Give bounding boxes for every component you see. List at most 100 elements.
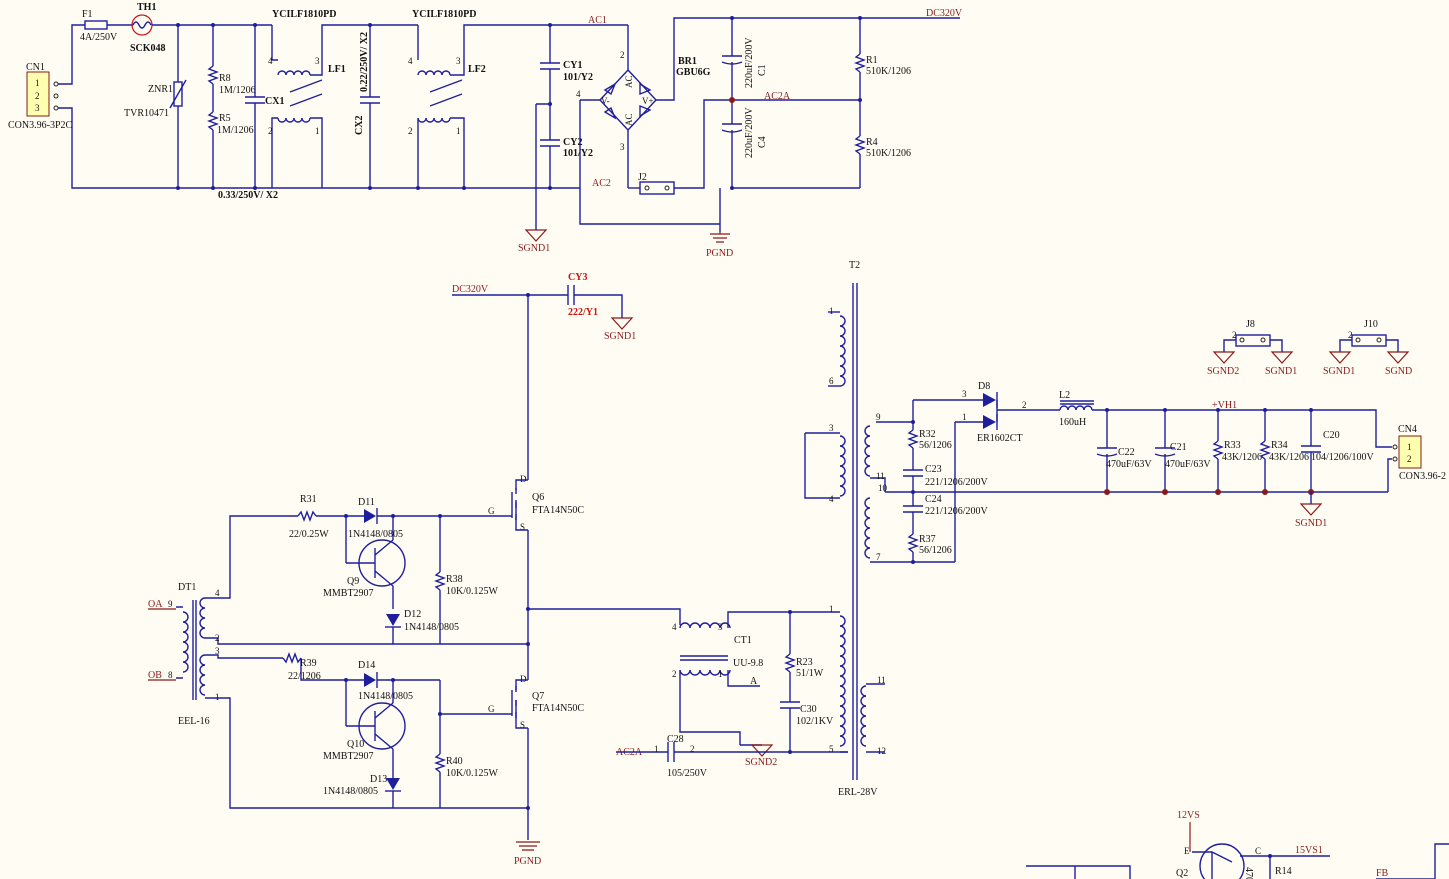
common-mode-choke-lf1[interactable]: 4 3 2 1 LF1 YCILF1810PD [268,9,418,188]
capacitor-c22[interactable]: C22 470uF/63V [1096,410,1152,492]
t2-pin1-primary: 1 [829,604,834,614]
c28-ref: C28 [667,734,684,745]
sgnd2-label-ct1: SGND2 [745,757,777,768]
connector-cn4[interactable]: CN4 1 2 CON3.96-2 [1392,424,1446,482]
capacitor-cy3[interactable]: DC320V CY3 222/Y1 SGND1 [452,272,636,342]
capacitor-c20[interactable]: C20 104/1206/100V [1301,410,1375,492]
t2-pin12: 12 [877,746,886,756]
jumper-j8[interactable]: J8 2 SGND2 SGND1 [1207,319,1297,377]
t2-pin5: 5 [829,744,834,754]
capacitor-c21[interactable]: C21 470uF/63V [1154,410,1211,492]
d14-ref: D14 [358,660,375,671]
net-12vs: 12VS [1177,810,1200,821]
f1-value: 4A/250V [80,32,118,43]
c23-value: 221/1206/200V [925,477,989,488]
ct1-ref: CT1 [734,635,752,646]
connector-cn1[interactable]: CN1 1 2 3 CON3.96-3P2C [8,62,73,131]
thermistor-th1[interactable]: TH1 SCK048 [130,2,166,54]
net-ac1: AC1 [588,15,607,26]
capacitor-c4[interactable]: 220uF/200V C4 [721,100,860,189]
th1-value: SCK048 [130,43,166,54]
resistor-r34[interactable]: R34 43K/1206 [1259,410,1309,492]
drive-transformer-dt1[interactable]: DT1 EEL-16 9 8 4 2 3 1 [168,582,528,809]
t2-pin10: 10 [878,483,888,493]
t2-pin6: 6 [829,376,834,386]
current-transformer-ct1[interactable]: CT1 UU-9.8 A 4 3 2 1 [672,611,790,745]
fuse-f1[interactable]: F1 4A/250V [80,9,118,43]
diode-d13[interactable]: D13 1N4148/0805 [323,774,401,808]
diode-d8[interactable]: D8 ER1602CT 3 1 2 [962,381,1060,444]
d13-ref: D13 [370,774,387,785]
capacitor-cx1[interactable]: CX1 0.33/250V/ X2 [218,25,284,201]
resistor-r37[interactable]: R37 56/1206 [907,533,952,562]
r34-value: 43K/1206 [1269,452,1309,463]
jumper-j10[interactable]: J10 2 SGND1 SGND [1323,319,1412,377]
t2-pin11: 11 [877,675,886,685]
net-vh1: +VH1 [1212,400,1237,411]
d8-value: ER1602CT [977,433,1023,444]
d14-value: 1N4148/0805 [358,691,413,702]
diode-d11[interactable]: D11 1N4148/0805 [348,497,440,540]
resistor-r4[interactable]: R4 510K/1206 [854,135,911,188]
ct1-a: A [750,676,758,687]
jumper-j2[interactable]: J2 [628,99,860,195]
ct1-value: UU-9.8 [733,658,763,669]
ct1-pin3: 3 [718,622,723,632]
r32-value: 56/1206 [919,440,952,451]
th1-ref: TH1 [137,2,156,13]
capacitor-cy2[interactable]: CY2 101/Y2 [540,104,593,188]
r32-ref: R32 [919,429,936,440]
d12-ref: D12 [404,609,421,620]
r40-ref: R40 [446,756,463,767]
dt1-pin9: 9 [168,599,173,609]
lf2-ref: LF2 [468,64,486,75]
br1-ref: BR1 [678,56,697,67]
r39-value: 22/1206 [288,671,321,682]
cy1-ref: CY1 [563,60,582,71]
common-mode-choke-lf2[interactable]: 4 3 2 1 LF2 YCILF1810PD [408,9,628,188]
capacitor-c1[interactable]: 220uF/200V C1 [721,18,768,100]
diode-d12[interactable]: D12 1N4148/0805 [385,609,459,644]
resistor-r5[interactable]: R5 1M/1206 [207,111,254,188]
resistor-r38[interactable]: R38 10K/0.125W [434,516,499,644]
r38-ref: R38 [446,574,463,585]
capacitor-c23[interactable]: C23 221/1206/200V [903,464,989,492]
capacitor-c28[interactable]: AC2A C28 105/250V 1 2 [616,734,848,779]
transistor-q9[interactable]: Q9 MMBT2907 [323,516,406,609]
resistor-r8[interactable]: R8 1M/1206 [207,25,256,112]
capacitor-cx2[interactable]: CX2 0.22/250V/ X2 [354,25,380,188]
bridge-rectifier-br1[interactable]: BR1 GBU6G AC AC V- V+ 2 4 3 [576,17,960,225]
diode-d14[interactable]: D14 1N4148/0805 [358,660,440,702]
varistor-znr1[interactable]: ZNR1 TVR10471 [124,25,187,188]
r4-value: 510K/1206 [866,148,911,159]
resistor-r32[interactable]: R32 56/1206 [907,422,952,470]
d11-ref: D11 [358,497,375,508]
resistor-r23[interactable]: R23 51/1W [784,612,824,702]
ct1-pin2: 2 [672,669,677,679]
j8-sgnd1: SGND1 [1265,366,1297,377]
capacitor-c24[interactable]: C24 221/1206/200V [903,492,989,534]
pgnd-label-bottom: PGND [514,856,541,867]
q2-ref: Q2 [1176,868,1188,879]
q7-value: FTA14N50C [532,703,584,714]
transistor-q2[interactable]: E C Q2 470 [1176,843,1261,879]
mosfet-q7[interactable]: D S G Q7 FTA14N50C [440,674,584,840]
q6-ref: Q6 [532,492,544,503]
resistor-r31[interactable]: R31 22/0.25W [289,494,329,540]
t2-ref: T2 [849,260,860,271]
resistor-r40[interactable]: R40 10K/0.125W [434,680,499,808]
capacitor-c30[interactable]: C30 102/1KV [780,701,834,752]
transistor-q10[interactable]: Q10 MMBT2907 [323,680,406,778]
ground-pgnd-bottom: PGND [514,841,541,867]
resistor-r39[interactable]: R39 22/1206 [282,652,364,682]
resistor-r33[interactable]: R33 43K/1206 [1212,410,1262,492]
mosfet-q6[interactable]: D S G Q6 FTA14N50C [440,474,584,609]
bottom-right-partial: 12VS E C Q2 470 R14 15VS1 FB [1026,810,1449,879]
inductor-l2[interactable]: L2 160uH [1059,390,1094,428]
c21-value: 470uF/63V [1165,459,1211,470]
br1-pin4: 4 [576,89,581,99]
t2-pin11-sec: 11 [876,471,885,481]
capacitor-cy1[interactable]: CY1 101/Y2 [540,25,593,104]
resistor-r1[interactable]: R1 510K/1206 [854,18,911,136]
br1-value: GBU6G [676,67,711,78]
